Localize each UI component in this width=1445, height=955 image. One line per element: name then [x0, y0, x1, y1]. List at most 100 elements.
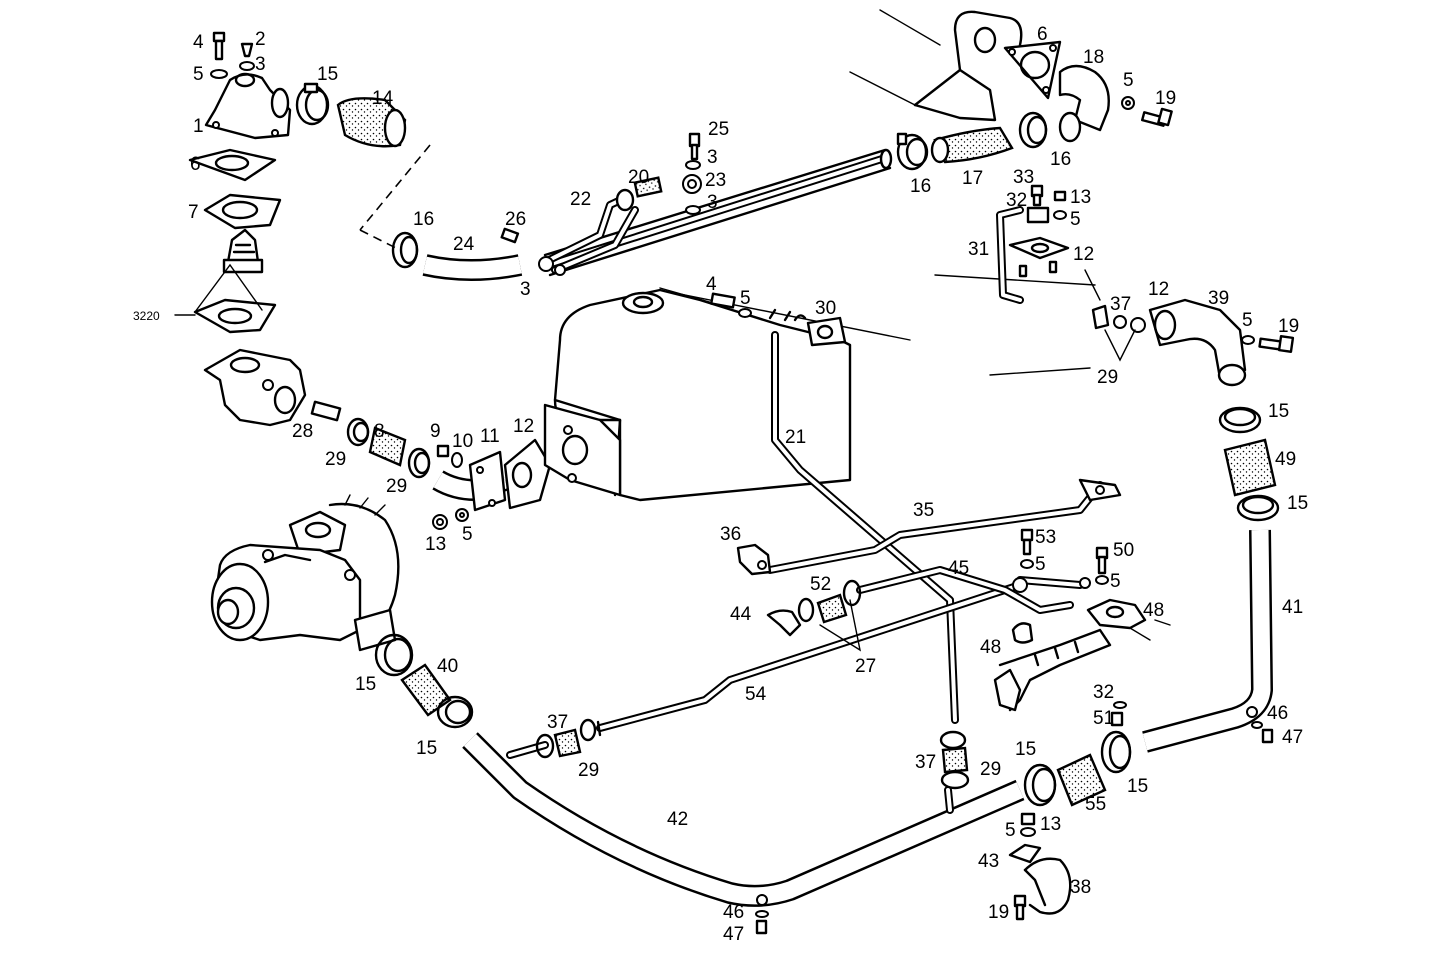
clamp-29-left — [346, 417, 370, 447]
label-55: 55 — [1085, 794, 1106, 815]
clamp-15-center-right — [1100, 730, 1132, 774]
dash-line-hose-24 — [359, 229, 401, 251]
label-41: 41 — [1282, 597, 1303, 618]
label-5-c: 5 — [1070, 209, 1081, 230]
nut-13-left — [432, 514, 448, 530]
banjo-20 — [615, 176, 663, 212]
upper-pipe-end — [879, 148, 893, 170]
label-16-c: 16 — [413, 209, 434, 230]
label-12-c: 12 — [513, 416, 534, 437]
label-15-e: 15 — [416, 738, 437, 759]
label-5-f: 5 — [462, 524, 473, 545]
label-48-a: 48 — [1143, 600, 1164, 621]
bracket-43 — [1008, 843, 1042, 864]
hose-8 — [368, 426, 407, 467]
label-5-i: 5 — [1005, 820, 1016, 841]
label-24: 24 — [453, 234, 475, 255]
label-9: 9 — [430, 421, 441, 442]
label-15-d: 15 — [355, 674, 376, 695]
label-29-c: 29 — [386, 476, 407, 497]
label-6: 6 — [190, 154, 201, 175]
washer-5-topleft — [210, 69, 228, 79]
label-23: 23 — [705, 170, 726, 191]
engine-block-outline — [849, 9, 1101, 376]
label-13-b: 13 — [425, 534, 446, 555]
label-37: 37 — [1110, 294, 1131, 315]
gasket-37-right — [1091, 304, 1110, 330]
label-31: 31 — [968, 239, 989, 260]
fitting-36 — [736, 543, 772, 576]
bolt-19-top-right — [1141, 107, 1173, 127]
strap-38 — [1023, 857, 1072, 915]
clamp-16-right — [1018, 111, 1048, 149]
label-45: 45 — [948, 558, 969, 579]
pipe-42 — [462, 732, 1025, 907]
washer-3-lower — [685, 205, 701, 215]
label-42: 42 — [667, 809, 688, 830]
label-15-c: 15 — [1287, 493, 1308, 514]
nut-13-bottom — [1020, 812, 1036, 826]
label-19-c: 19 — [988, 902, 1009, 923]
label-51: 51 — [1093, 708, 1114, 729]
label-14: 14 — [372, 88, 394, 109]
hose-49 — [1223, 438, 1277, 497]
label-16-b: 16 — [1050, 149, 1071, 170]
washer-5-right — [1053, 210, 1067, 220]
label-16-a: 16 — [910, 176, 931, 197]
hose-17 — [930, 126, 1014, 164]
hose-14 — [336, 97, 407, 148]
adaptor-28 — [310, 400, 342, 422]
hose-27 — [816, 593, 848, 624]
label-39: 39 — [1208, 288, 1229, 309]
spacer-7 — [203, 193, 282, 230]
label-53: 53 — [1035, 527, 1056, 548]
label-29-e: 29 — [980, 759, 1001, 780]
elbow-11 — [432, 450, 509, 512]
label-5-e: 5 — [1242, 310, 1253, 331]
label-7: 7 — [188, 202, 199, 223]
washer-10 — [451, 452, 463, 468]
washer-5-left — [455, 508, 469, 522]
washer-5-right-lower — [1241, 335, 1255, 345]
label-37-b: 37 — [547, 712, 568, 733]
washer-5-top-right — [1121, 96, 1135, 110]
label-47-b: 47 — [723, 924, 744, 945]
clamp-15-right-upper — [1218, 406, 1262, 434]
banjo-23 — [682, 174, 702, 194]
label-22: 22 — [570, 189, 591, 210]
label-20: 20 — [628, 167, 649, 188]
label-5-h: 5 — [1110, 571, 1121, 592]
label-3-b: 3 — [707, 147, 718, 168]
label-35: 35 — [913, 500, 934, 521]
label-12-a: 12 — [1073, 244, 1094, 265]
label-5-g: 5 — [1035, 554, 1046, 575]
label-26: 26 — [505, 209, 526, 230]
label-3: 3 — [255, 54, 266, 75]
hose-55 — [1056, 753, 1107, 807]
hose-40 — [400, 663, 452, 717]
washer-29-right — [1113, 315, 1146, 333]
tank-clip-marks — [768, 308, 807, 322]
clamp-15-center-left — [1023, 763, 1057, 807]
label-50: 50 — [1113, 540, 1134, 561]
clamp-15-lower-left — [436, 695, 474, 729]
label-27: 27 — [855, 656, 876, 677]
bolt-26 — [500, 227, 520, 244]
bracket-46-right — [1246, 706, 1274, 744]
callout-labels: 4 2 5 3 15 14 1 6 7 3220 6 18 5 19 16 17… — [133, 24, 1308, 945]
hose-29-lower — [553, 728, 582, 758]
hose-29-center — [941, 746, 969, 774]
bolt-50 — [1095, 546, 1109, 575]
gasket-12-left — [503, 438, 552, 510]
bolt-19-right — [1258, 335, 1295, 353]
outlet-elbow-39 — [1148, 298, 1247, 387]
clamp-27 — [797, 597, 815, 623]
clamp-29-right — [407, 447, 431, 479]
label-47: 47 — [1282, 727, 1303, 748]
label-8: 8 — [374, 421, 385, 442]
bolt-4-tank — [710, 292, 736, 309]
gasket-6-upper — [1003, 40, 1062, 100]
bracket-46-lower — [755, 894, 769, 935]
tube-54 — [596, 581, 1024, 737]
label-13-c: 13 — [1040, 814, 1061, 835]
